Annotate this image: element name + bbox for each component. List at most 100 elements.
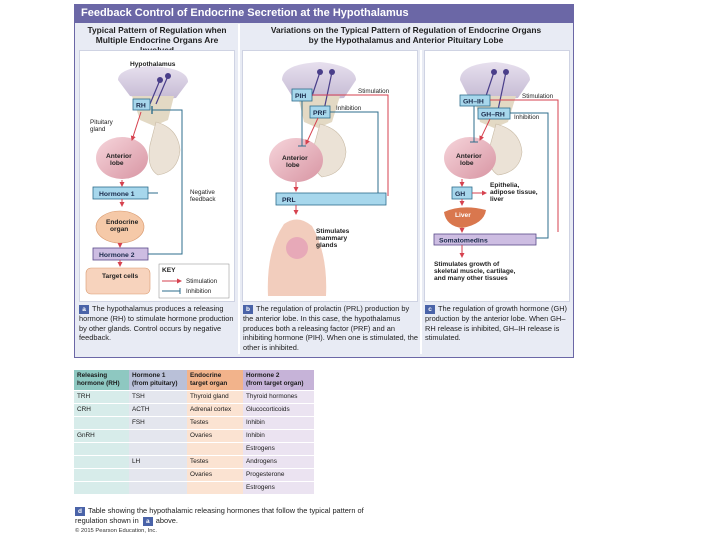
neuron-axon xyxy=(149,75,169,105)
somatomedins-box xyxy=(433,233,537,246)
inhibition-label: Inhibition xyxy=(514,114,540,121)
anterior-lobe-shape xyxy=(96,137,148,179)
rh-label: RH xyxy=(136,103,146,110)
target-cells-shape xyxy=(85,267,151,295)
somatomedins-label: Somatomedins xyxy=(439,238,488,245)
table-cell: Ovaries xyxy=(187,469,243,482)
table-cell xyxy=(74,482,129,495)
table-cell xyxy=(129,443,187,456)
table-cell xyxy=(74,456,129,469)
gh-label: GH xyxy=(455,191,465,198)
pih-label: PIH xyxy=(295,93,306,100)
table-cell: Estrogens xyxy=(243,443,314,456)
prf-label: PRF xyxy=(313,110,327,117)
table-cell: Adrenal cortex xyxy=(187,404,243,417)
table-cell: Inhibin xyxy=(243,430,314,443)
target-cells-label: Target cells xyxy=(102,273,138,280)
table-header-cell: Hormone 2(from target organ) xyxy=(243,370,314,391)
copyright: © 2015 Pearson Education, Inc. xyxy=(75,528,157,534)
table-cell: FSH xyxy=(129,417,187,430)
table-cell xyxy=(74,443,129,456)
caption-c-badge: c xyxy=(425,305,435,314)
inhibition-line xyxy=(330,111,379,196)
ghrh-label: GH–RH xyxy=(481,112,505,119)
table-header-cell: Hormone 1(from pituitary) xyxy=(129,370,187,391)
table-cell: CRH xyxy=(74,404,129,417)
panel-c-background xyxy=(424,50,570,302)
panel-divider xyxy=(238,24,240,354)
stimulation-label: Stimulation xyxy=(358,88,390,95)
stimulation-arrow xyxy=(130,111,142,141)
panel-c-diagram: GH–IH GH–RH Stimulation Inhibition Anter… xyxy=(433,62,559,282)
ghih-label: GH–IH xyxy=(463,99,484,106)
table-cell xyxy=(187,443,243,456)
anterior-lobe-shape xyxy=(444,137,496,179)
hormone1-label: Hormone 1 xyxy=(99,191,135,198)
table-cell: Ovaries xyxy=(187,430,243,443)
table-cell: Testes xyxy=(187,456,243,469)
liver-label: Liver xyxy=(455,212,471,219)
stimulation-arrow xyxy=(479,118,491,141)
liver-shape xyxy=(444,207,486,228)
inhibition-line xyxy=(510,112,549,239)
negative-feedback-line xyxy=(148,109,183,255)
table-cell: Glucocorticoids xyxy=(243,404,314,417)
table-cell xyxy=(74,469,129,482)
hypothalamus-shape xyxy=(460,62,530,100)
panel-divider xyxy=(420,50,422,354)
epithelia-label: Epithelia,adipose tissue,liver xyxy=(490,182,538,203)
stimulation-line xyxy=(490,99,559,232)
inhibition-arrow xyxy=(298,101,306,147)
table-cell: Progesterone xyxy=(243,469,314,482)
table-cell: Androgens xyxy=(243,456,314,469)
key-inhibition-bar xyxy=(162,288,181,294)
table-caption-badge: d xyxy=(75,507,85,516)
caption-b-badge: b xyxy=(243,305,253,314)
stimulation-label: Stimulation xyxy=(522,93,554,100)
inhibition-arrow xyxy=(470,106,478,143)
table-cell: Testes xyxy=(187,417,243,430)
posterior-lobe xyxy=(148,121,181,176)
table-row: Estrogens xyxy=(74,482,314,495)
table-cell xyxy=(129,430,187,443)
panel-b-title: Variations on the Typical Pattern of Reg… xyxy=(270,25,542,45)
table-cell: TRH xyxy=(74,391,129,404)
anterior-lobe-shape xyxy=(269,138,323,182)
stimulation-line xyxy=(312,94,389,196)
mammary-lobules xyxy=(286,237,308,259)
table-row: Estrogens xyxy=(74,443,314,456)
table-cell xyxy=(129,469,187,482)
inhibition-label: Inhibition xyxy=(336,105,362,112)
key-stimulation-label: Stimulation xyxy=(186,278,218,285)
table-cell xyxy=(129,482,187,495)
stimulation-arrow xyxy=(305,117,319,145)
caption-a-badge: a xyxy=(79,305,89,314)
table-cell: TSH xyxy=(129,391,187,404)
rh-box xyxy=(132,98,151,111)
posterior-lobe xyxy=(488,123,523,176)
table-cell xyxy=(187,482,243,495)
neuron-axon xyxy=(485,71,507,111)
prl-label: PRL xyxy=(282,197,296,204)
